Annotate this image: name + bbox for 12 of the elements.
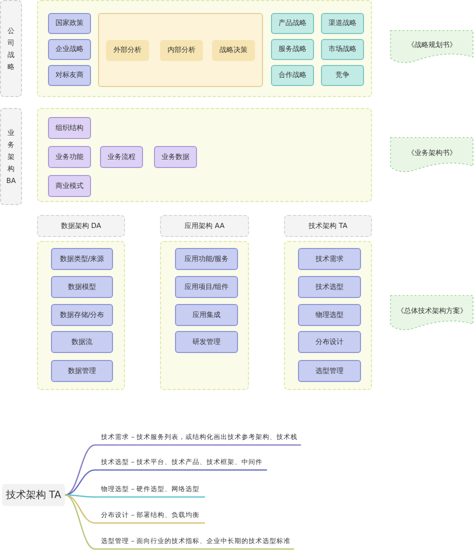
panel-background	[37, 108, 372, 202]
panel-background	[37, 241, 125, 390]
analysis-panel	[98, 13, 263, 87]
panel-background	[284, 241, 372, 390]
branch-line	[64, 444, 301, 496]
branch-line	[64, 494, 294, 550]
panel-background	[37, 0, 372, 97]
branch-line	[65, 494, 205, 498]
panel-background	[160, 241, 249, 390]
root-topic: 技术架构 TA	[2, 484, 65, 506]
branch-line	[64, 494, 205, 524]
branch-line	[64, 469, 267, 496]
